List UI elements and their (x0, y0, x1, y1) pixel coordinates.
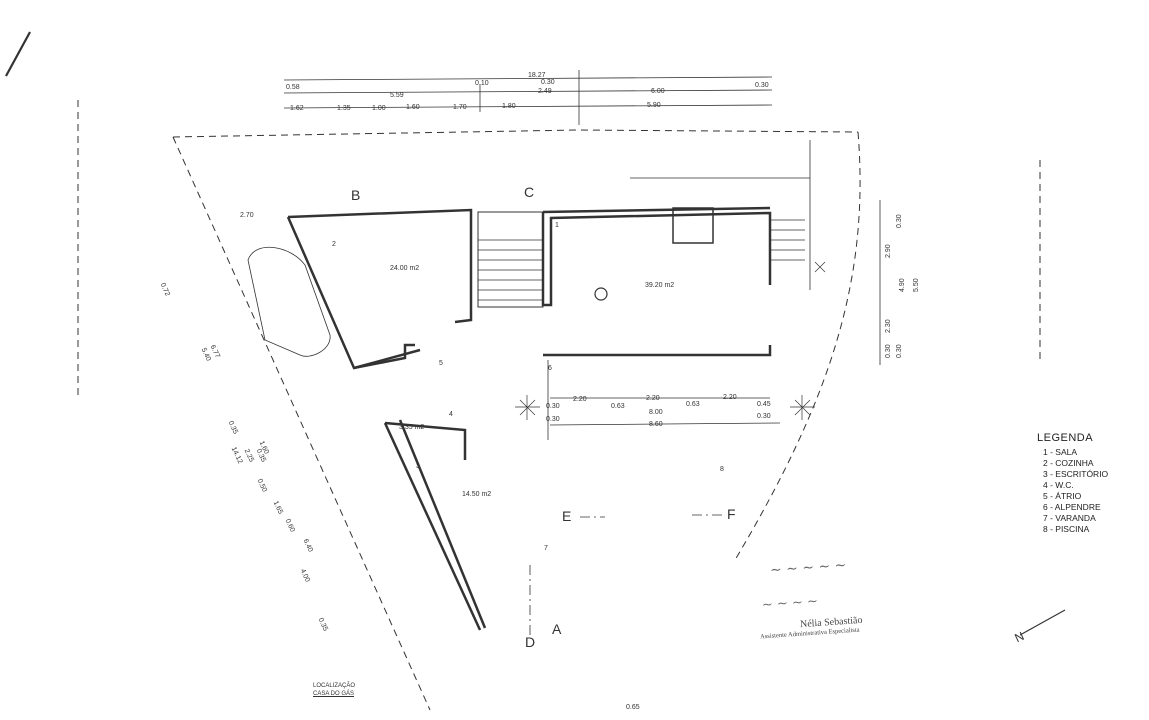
dim-label: 1.00 (372, 105, 386, 112)
dim-label: 0.58 (286, 84, 300, 91)
dim-label: 8.00 (649, 409, 663, 416)
dim-label: 5.50 (913, 278, 920, 292)
stair-treads (478, 219, 805, 301)
gas-location-label: LOCALIZAÇÃO (313, 683, 356, 689)
dim-label: 8.60 (649, 421, 663, 428)
house-walls (286, 206, 772, 631)
dim-label: 4.90 (899, 278, 906, 292)
dim-label: 0.65 (626, 704, 640, 711)
dim-total: 18.27 (528, 72, 546, 79)
section-mark-f: F (727, 506, 736, 522)
section-mark-a: A (552, 621, 562, 637)
dim-label: 1.80 (502, 103, 516, 110)
dim-label: 5.90 (647, 102, 661, 109)
dim-label: 6.00 (651, 88, 665, 95)
room-number: 2 (332, 241, 336, 248)
dim-label: 1.62 (290, 105, 304, 112)
dim-label: 0.30 (541, 79, 555, 86)
legend-item: 4 - W.C. (1043, 480, 1074, 490)
dim-label: 0.10 (475, 80, 489, 87)
legend-item: 7 - VARANDA (1043, 513, 1096, 523)
dim-label: 0.30 (896, 344, 903, 358)
dim-label: 2.90 (885, 244, 892, 258)
dim-label: 0.63 (686, 401, 700, 408)
section-mark-d: D (525, 634, 536, 650)
legend-item: 5 - ÁTRIO (1043, 491, 1082, 501)
car-outline (247, 246, 331, 357)
dim-label: 2.20 (723, 394, 737, 401)
room-number: 3 (416, 463, 420, 470)
dim-label: 0.30 (546, 403, 560, 410)
plants (515, 261, 826, 420)
legend-title: LEGENDA (1037, 432, 1094, 444)
section-cuts (529, 514, 725, 635)
area-living: 39.20 m2 (645, 282, 675, 289)
legend-item: 2 - COZINHA (1043, 458, 1094, 468)
dim-label: 2.20 (573, 396, 587, 403)
legend-item: 6 - ALPENDRE (1043, 502, 1101, 512)
property-boundary (77, 100, 1041, 711)
section-mark-c: C (524, 184, 535, 200)
porch-lines (547, 140, 881, 440)
room-number: 5 (439, 360, 443, 367)
legend-item: 8 - PISCINA (1043, 524, 1090, 534)
dim-label: 2.70 (240, 212, 254, 219)
dim-label: 1.60 (406, 104, 420, 111)
area-wc: 3.35 m2 (399, 424, 425, 431)
legend-item: 1 - SALA (1043, 447, 1078, 457)
section-mark-b: B (351, 187, 361, 203)
area-office: 14.50 m2 (462, 491, 492, 498)
dim-label: 1.70 (453, 104, 467, 111)
legend-item: 3 - ESCRITÓRIO (1043, 469, 1109, 479)
room-number: 6 (548, 365, 552, 372)
dim-label: 2.20 (646, 395, 660, 402)
gas-house-label: CASA DO GÁS (313, 691, 355, 697)
dim-label: 0.30 (885, 344, 892, 358)
dim-label: 0.30 (546, 416, 560, 423)
dim-label: 2.30 (885, 319, 892, 333)
room-number: 4 (449, 411, 453, 418)
north-arrow-top-left (5, 31, 31, 77)
dim-label: 0.63 (611, 403, 625, 410)
area-kitchen: 24.00 m2 (390, 265, 420, 272)
room-number: 1 (555, 222, 559, 229)
top-dimension-lines (283, 70, 773, 125)
dim-label: 0.45 (757, 401, 771, 408)
north-arrow-line (1019, 609, 1066, 636)
dim-label: 2.49 (538, 88, 552, 95)
dim-label: 0.30 (896, 214, 903, 228)
room-number: 7 (544, 545, 548, 552)
dim-label: 0.30 (755, 82, 769, 89)
dim-label: 5.59 (390, 92, 404, 99)
room-symbol-circle (594, 287, 608, 301)
dim-label: 1.35 (337, 105, 351, 112)
legend: LEGENDA 1 - SALA 2 - COZINHA 3 - ESCRITÓ… (1037, 432, 1108, 535)
section-mark-e: E (562, 508, 572, 524)
room-number: 8 (720, 466, 724, 473)
dim-label: 0.30 (757, 413, 771, 420)
